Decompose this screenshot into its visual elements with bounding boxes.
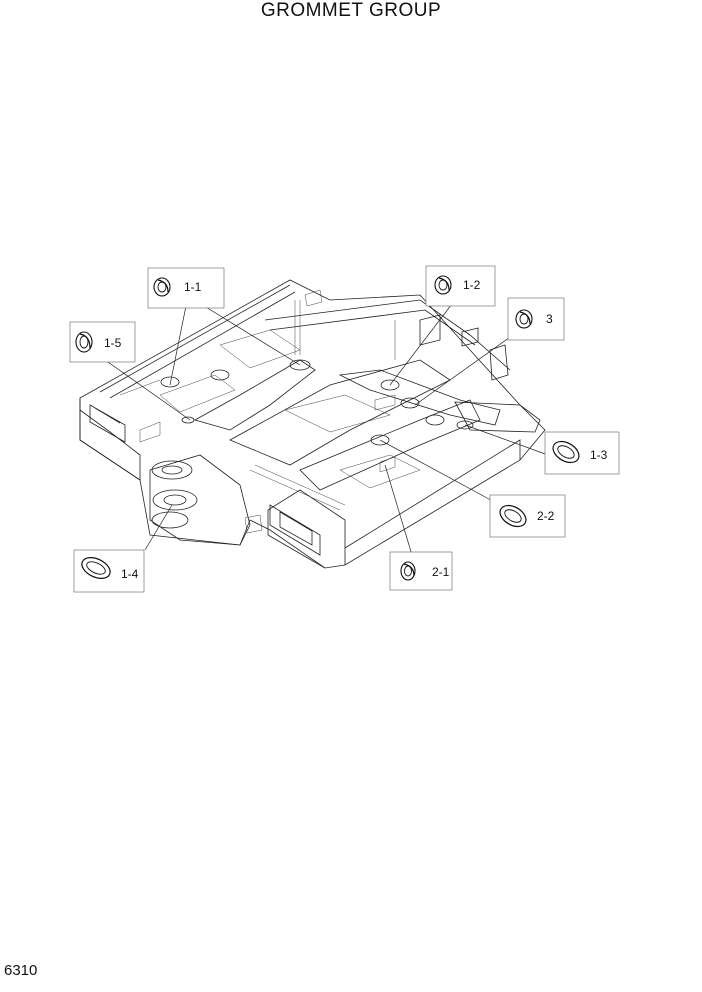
callout-1-5: 1-5	[69, 321, 136, 363]
callout-label: 1-1	[184, 280, 202, 294]
callout-2-1: 2-1	[389, 551, 453, 591]
round-grommet-icon	[153, 277, 171, 297]
callout-label: 3	[546, 312, 553, 326]
callout-2-2: 2-2	[489, 494, 566, 538]
callout-label: 1-2	[463, 278, 481, 292]
round-grommet-icon	[434, 275, 452, 295]
oval-grommet-icon	[499, 504, 527, 528]
callout-label: 2-2	[537, 509, 555, 523]
callout-label: 1-4	[121, 567, 139, 581]
callout-1-4: 1-4	[73, 549, 145, 593]
callout-1-3: 1-3	[544, 431, 620, 475]
round-grommet-icon	[515, 309, 533, 329]
upper-frame-drawing	[79, 279, 546, 569]
oval-grommet-icon	[552, 440, 580, 464]
diagram-title: GROMMET GROUP	[260, 0, 442, 21]
callout-1-2: 1-2	[425, 265, 496, 307]
oval-grommet-icon	[81, 557, 111, 579]
callout-label: 1-5	[104, 336, 122, 350]
callout-1-1: 1-1	[147, 267, 225, 309]
callout-label: 2-1	[432, 565, 450, 579]
round-grommet-icon	[400, 561, 416, 581]
callout-3: 3	[507, 297, 565, 341]
round-grommet-icon	[75, 331, 93, 353]
callout-label: 1-3	[590, 448, 608, 462]
page-number: 6310	[4, 962, 38, 979]
